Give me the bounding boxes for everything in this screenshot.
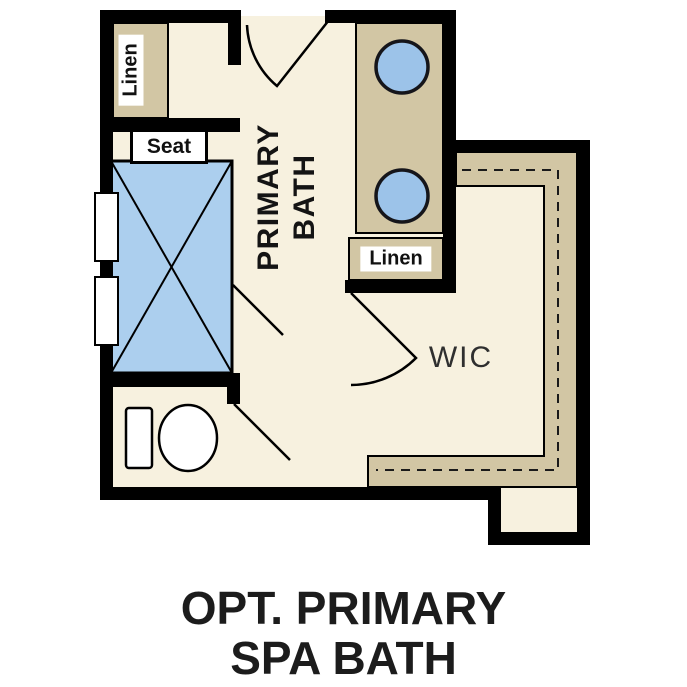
door-leaf-toilet-room bbox=[233, 403, 291, 461]
shower-fixture bbox=[109, 159, 234, 375]
toilet-fixture bbox=[124, 403, 219, 473]
plan-title: OPT. PRIMARY SPA BATH bbox=[0, 582, 687, 684]
wall-segment bbox=[100, 118, 240, 132]
door-swing-top bbox=[245, 19, 330, 88]
wall-segment bbox=[325, 10, 456, 23]
closet-rod-dashed-line bbox=[376, 169, 559, 471]
window-upper bbox=[94, 192, 119, 262]
window-lower bbox=[94, 276, 119, 346]
wall-segment bbox=[577, 140, 590, 545]
shower-diagonal-2 bbox=[110, 160, 233, 374]
wall-segment bbox=[345, 280, 456, 293]
primary-bath-label-line1: PRIMARY bbox=[252, 123, 285, 271]
shower-seat-label: Seat bbox=[146, 134, 192, 158]
toilet-bowl bbox=[157, 403, 219, 473]
toilet-tank bbox=[124, 406, 154, 470]
wall-segment bbox=[488, 532, 590, 545]
linen-closet-top-label: Linen bbox=[118, 34, 144, 106]
wall-segment bbox=[228, 10, 241, 65]
primary-bath-label-line2: BATH bbox=[288, 153, 321, 241]
vanity-sink-bottom bbox=[374, 168, 430, 224]
door-swing-wic bbox=[350, 292, 418, 387]
room-label-primary-bath: PRIMARY BATH bbox=[251, 123, 323, 271]
wall-segment bbox=[227, 373, 240, 404]
room-label-wic: WIC bbox=[428, 341, 494, 374]
vanity-sink-top bbox=[374, 39, 430, 95]
plan-title-line2: SPA BATH bbox=[230, 631, 457, 684]
wall-segment bbox=[443, 140, 590, 153]
wall-segment bbox=[100, 10, 241, 23]
door-leaf-shower bbox=[232, 284, 284, 336]
wall-segment bbox=[100, 373, 240, 387]
linen-closet-mid-label: Linen bbox=[360, 246, 432, 272]
wall-segment bbox=[100, 487, 501, 500]
plan-title-line1: OPT. PRIMARY bbox=[180, 582, 507, 634]
shower-seat: Seat bbox=[130, 129, 208, 164]
